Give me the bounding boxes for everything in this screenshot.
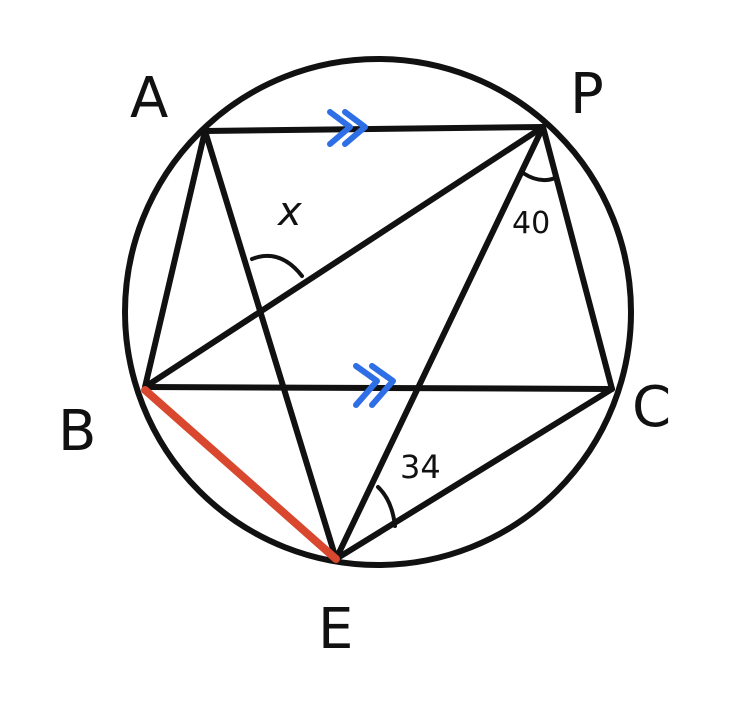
segment-AB <box>142 128 208 390</box>
point-label-B: B <box>58 399 96 464</box>
angle-label-x: x <box>276 189 302 235</box>
point-labels: A P B C E <box>58 62 671 662</box>
chevron-icon <box>369 363 396 408</box>
angle-arc-x <box>250 253 304 278</box>
segment-BP <box>142 124 546 390</box>
angle-arc-P <box>521 171 557 183</box>
segment-BE-highlighted <box>141 386 340 563</box>
segment-AE <box>202 128 339 562</box>
chevron-icon <box>353 363 380 408</box>
segment-CE <box>333 386 615 562</box>
point-label-A: A <box>130 66 168 131</box>
angle-arc-E <box>376 485 397 528</box>
chevron-icon <box>342 109 368 147</box>
angle-arcs <box>250 171 557 528</box>
point-label-P: P <box>570 62 604 127</box>
chevron-icon <box>327 109 353 147</box>
circumcircle <box>122 56 634 568</box>
segments <box>142 124 615 562</box>
segment-PC <box>540 124 615 392</box>
point-label-C: C <box>632 375 671 440</box>
point-label-E: E <box>318 597 353 662</box>
segment-AP <box>202 124 546 134</box>
segment-BC <box>142 384 615 392</box>
angle-label-34: 34 <box>400 448 441 486</box>
parallel-marks-BC <box>353 363 396 408</box>
angle-label-40: 40 <box>512 206 550 241</box>
segment-PE <box>333 124 546 562</box>
parallel-marks-AP <box>327 109 368 147</box>
